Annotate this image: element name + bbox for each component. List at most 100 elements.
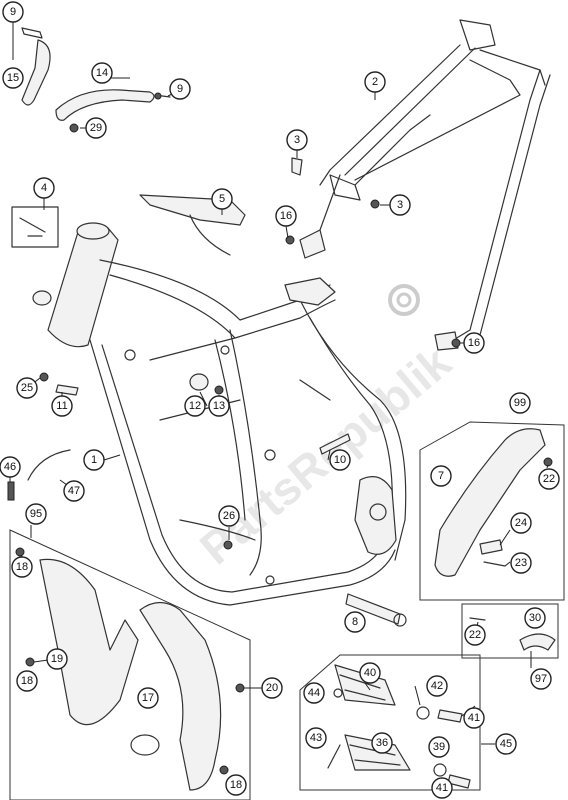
group-box-97 xyxy=(461,603,559,659)
callout-label: 26 xyxy=(223,510,235,522)
bushing-part-12 xyxy=(189,373,209,391)
callout-label: 20 xyxy=(266,682,278,694)
group-box-99 xyxy=(419,421,565,601)
callout-label: 16 xyxy=(280,210,292,222)
callout-label: 24 xyxy=(515,517,527,529)
bushing-part xyxy=(32,290,52,306)
callout-7: 7 xyxy=(430,465,452,487)
callout-label: 13 xyxy=(213,400,225,412)
callout-24: 24 xyxy=(510,512,532,534)
callout-label: 18 xyxy=(16,561,28,573)
callout-11: 11 xyxy=(51,395,73,417)
callout-label: 16 xyxy=(468,337,480,349)
bolt-part-22-b xyxy=(469,617,486,621)
bolt-part-23 xyxy=(483,561,506,567)
callout-9-mid: 9 xyxy=(169,78,191,100)
callout-label: 19 xyxy=(51,653,63,665)
frame-guard-left xyxy=(39,558,139,726)
callout-43: 43 xyxy=(305,727,327,749)
callout-3-b: 3 xyxy=(389,194,411,216)
bolt-part-8 xyxy=(345,593,407,627)
bolt-part-16-a xyxy=(285,235,295,245)
main-frame xyxy=(47,222,407,606)
spring-part-39 xyxy=(433,763,447,777)
bolt-part-16-b xyxy=(451,338,461,348)
bolt-part-9-mid xyxy=(154,92,171,100)
group-box-95 xyxy=(9,529,251,800)
callout-46: 46 xyxy=(0,456,21,478)
callout-97: 97 xyxy=(530,668,552,690)
callout-label: 30 xyxy=(529,612,541,624)
callout-15: 15 xyxy=(2,67,24,89)
callout-18-b: 18 xyxy=(16,670,38,692)
callout-40: 40 xyxy=(359,662,381,684)
callout-label: 3 xyxy=(397,199,403,211)
callout-23: 23 xyxy=(510,552,532,574)
nut-part-29 xyxy=(69,123,79,133)
bolt-part-9-top xyxy=(21,27,43,39)
callout-label: 41 xyxy=(468,712,480,724)
part-13 xyxy=(214,385,224,395)
callout-13: 13 xyxy=(208,395,230,417)
callout-label: 18 xyxy=(230,779,242,791)
callout-label: 22 xyxy=(469,629,481,641)
callout-label: 45 xyxy=(500,738,512,750)
bolt-part-18-c xyxy=(219,765,229,775)
callout-42: 42 xyxy=(426,675,448,697)
guard-part-7 xyxy=(434,428,546,577)
callout-label: 43 xyxy=(310,732,322,744)
callout-label: 7 xyxy=(438,470,444,482)
callout-label: 1 xyxy=(91,454,97,466)
callout-95: 95 xyxy=(25,503,47,525)
guard-part-30 xyxy=(519,633,556,651)
callout-label: 29 xyxy=(90,122,102,134)
callout-label: 5 xyxy=(219,193,225,205)
bracket-part-15 xyxy=(21,39,51,106)
callout-44: 44 xyxy=(303,682,325,704)
part-4 xyxy=(11,206,59,248)
part-25 xyxy=(39,372,49,382)
callout-label: 40 xyxy=(364,667,376,679)
callout-22-a: 22 xyxy=(538,468,560,490)
callout-label: 47 xyxy=(68,485,80,497)
callout-label: 3 xyxy=(294,134,300,146)
callout-label: 97 xyxy=(535,673,547,685)
callout-18-a: 18 xyxy=(11,556,33,578)
callout-36: 36 xyxy=(371,732,393,754)
callout-label: 18 xyxy=(21,675,33,687)
pin-part-41-a xyxy=(437,709,463,723)
cable-part-47 xyxy=(27,449,71,481)
callout-47: 47 xyxy=(63,480,85,502)
bolt-part-20 xyxy=(235,683,245,693)
callout-label: 14 xyxy=(96,67,108,79)
callout-label: 23 xyxy=(515,557,527,569)
callout-label: 44 xyxy=(308,687,320,699)
callout-45: 45 xyxy=(495,733,517,755)
callout-41-b: 41 xyxy=(431,777,453,799)
bracket-part-14 xyxy=(55,89,155,121)
bolt-part-3-b xyxy=(370,199,380,209)
callout-16-a: 16 xyxy=(275,205,297,227)
callout-16-b: 16 xyxy=(463,332,485,354)
callout-30: 30 xyxy=(524,607,546,629)
callout-5: 5 xyxy=(211,188,233,210)
callout-label: 12 xyxy=(189,400,201,412)
callout-label: 17 xyxy=(142,692,154,704)
spring-part-42 xyxy=(416,706,430,720)
strap-part-17 xyxy=(130,734,160,756)
callout-1: 1 xyxy=(83,449,105,471)
callout-label: 46 xyxy=(4,461,16,473)
callout-20: 20 xyxy=(261,677,283,699)
frame-guard-right xyxy=(139,601,222,791)
callout-10: 10 xyxy=(329,449,351,471)
callout-22-b: 22 xyxy=(464,624,486,646)
callout-19: 19 xyxy=(46,648,68,670)
callout-2: 2 xyxy=(364,71,386,93)
bolt-part-11 xyxy=(55,384,79,396)
callout-41-a: 41 xyxy=(463,707,485,729)
callout-4: 4 xyxy=(33,177,55,199)
callout-39: 39 xyxy=(428,736,450,758)
callout-label: 25 xyxy=(21,382,33,394)
callout-3-a: 3 xyxy=(286,129,308,151)
